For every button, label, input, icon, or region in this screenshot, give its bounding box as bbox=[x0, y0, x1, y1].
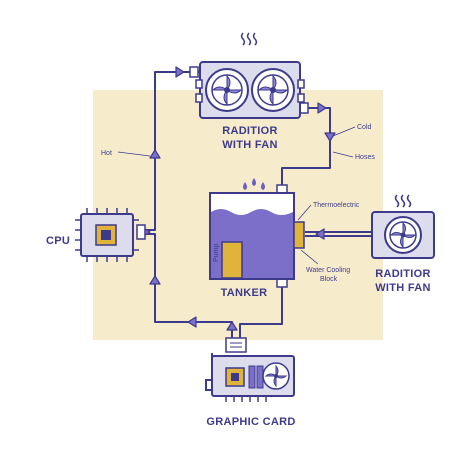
cpu-label: CPU bbox=[46, 235, 70, 247]
flow-arrow-icon bbox=[149, 275, 161, 285]
radiator-top-label-line1: RADITIOR bbox=[222, 125, 278, 137]
hot-leader bbox=[117, 151, 151, 157]
hoses-label: Hoses bbox=[355, 154, 375, 161]
cpu: CPU bbox=[46, 208, 139, 262]
tanker: Pump TANKER bbox=[209, 178, 305, 299]
flow-arrow-icon bbox=[175, 66, 185, 78]
water-cooling-label-line2: Block bbox=[320, 276, 338, 283]
thermoelectric-plate bbox=[293, 221, 305, 249]
flow-arrow-icon bbox=[324, 132, 336, 142]
cpu-chip-icon bbox=[225, 367, 245, 387]
heat-waves-icon bbox=[394, 194, 412, 208]
fan-icon bbox=[251, 68, 295, 112]
flow-arrow-icon bbox=[315, 228, 325, 240]
water-cooling-leader bbox=[300, 249, 319, 265]
radiator-top-label-line2: WITH FAN bbox=[222, 139, 278, 151]
heat-waves-icon bbox=[240, 32, 258, 46]
fan-icon bbox=[262, 362, 290, 390]
radiator-right-label-line2: WITH FAN bbox=[375, 282, 431, 294]
graphic-card-label: GRAPHIC CARD bbox=[206, 416, 295, 428]
fan-icon bbox=[205, 68, 249, 112]
thermoelectric-leader bbox=[297, 204, 312, 221]
flow-arrow-icon bbox=[317, 102, 327, 114]
fan-icon bbox=[384, 216, 422, 254]
graphic-card: GRAPHIC CARD bbox=[205, 337, 295, 428]
hot-label: Hot bbox=[101, 150, 112, 157]
flow-arrow-icon bbox=[187, 316, 197, 328]
cold-leader bbox=[332, 126, 356, 137]
hose-connectors bbox=[136, 66, 309, 288]
radiator-right-label-line1: RADITIOR bbox=[375, 268, 431, 280]
cold-label: Cold bbox=[357, 124, 372, 131]
flow-arrow-icon bbox=[149, 149, 161, 159]
pump-block bbox=[221, 241, 243, 279]
tanker-label: TANKER bbox=[221, 287, 268, 299]
hoses-leader bbox=[332, 151, 354, 158]
radiator-top: RADITIOR WITH FAN bbox=[195, 32, 305, 151]
pump-label: Pump bbox=[213, 244, 220, 262]
flow-arrow-icon bbox=[226, 321, 238, 331]
cpu-chip-icon bbox=[95, 224, 117, 246]
radiator-right: RADITIOR WITH FAN bbox=[371, 194, 435, 294]
thermoelectric-label: Thermoelectric bbox=[313, 202, 360, 209]
water-cooling-label-line1: Water Cooling bbox=[306, 267, 350, 274]
water-drop-icon bbox=[243, 178, 265, 190]
